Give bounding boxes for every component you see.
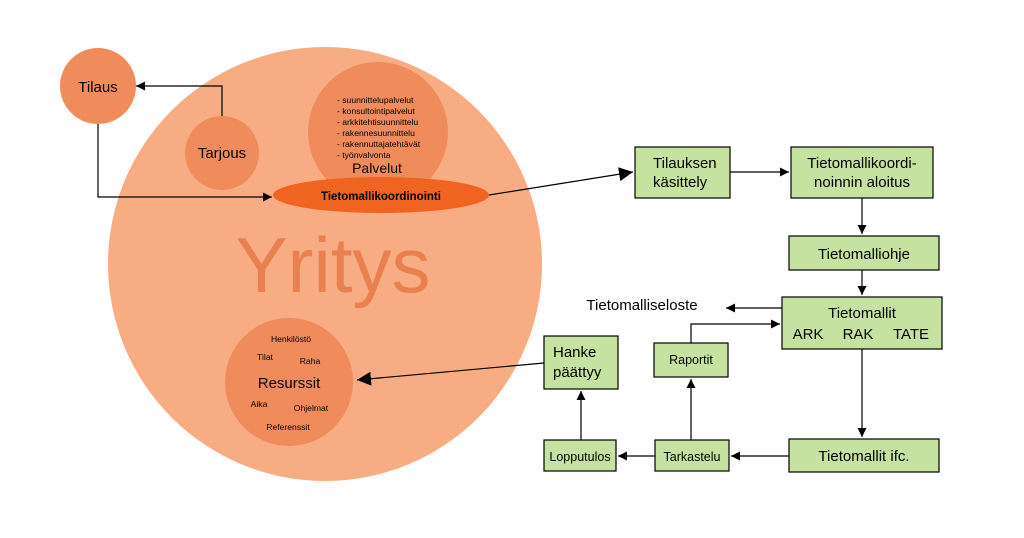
models-title: Tietomallit — [828, 305, 897, 322]
services-title: Palvelut — [352, 160, 402, 176]
resource-money: Raha — [300, 356, 321, 366]
order-processing-label: Tilauksen — [653, 155, 717, 172]
reports-label: Raportit — [669, 353, 713, 367]
project-end-label: päättyy — [553, 364, 602, 381]
coordination-start-label: Tietomallikoordi- — [807, 155, 916, 172]
guide-box — [788, 235, 940, 271]
service-item: - rakennesuunnittelu — [337, 128, 415, 138]
resources-circle — [225, 318, 353, 446]
models-ark: ARK — [793, 326, 824, 343]
coordination-ellipse — [273, 177, 489, 213]
resource-staff: Henkilöstö — [271, 334, 311, 344]
models-tate: TATE — [893, 326, 929, 343]
project-end-to-resources-arrow — [356, 362, 545, 386]
service-item: - työnvalvonta — [337, 150, 391, 160]
order-to-coordination-arrow — [97, 124, 272, 202]
guide-label: Tietomalliohje — [818, 246, 910, 263]
resource-software: Ohjelmat — [294, 403, 329, 413]
services-circle — [308, 62, 448, 202]
coordination-label: Tietomallikoordinointi — [321, 191, 441, 203]
offer-to-order-arrow — [136, 81, 223, 116]
resource-references: Referenssit — [266, 422, 310, 432]
models-box — [781, 296, 943, 350]
order-label: Tilaus — [78, 79, 117, 96]
service-item: - arkkitehtisuunnittelu — [337, 117, 418, 127]
coordination-to-processing-arrow — [488, 167, 634, 196]
reports-to-models-arrow — [690, 319, 780, 343]
resource-spaces: Tilat — [257, 352, 274, 362]
reports-box — [653, 342, 729, 378]
service-item: - suunnittelupalvelut — [337, 95, 414, 105]
review-label: Tarkastelu — [664, 450, 721, 464]
models-ifc-label: Tietomallit ifc. — [818, 448, 909, 465]
order-circle — [60, 48, 136, 124]
coordination-start-box — [790, 146, 934, 199]
models-rak: RAK — [843, 326, 874, 343]
service-item: - konsultointipalvelut — [337, 106, 415, 116]
project-end-box — [543, 335, 619, 390]
resource-time: Aika — [251, 399, 268, 409]
project-end-label: Hanke — [553, 344, 596, 361]
offer-circle — [185, 116, 259, 190]
offer-label: Tarjous — [198, 145, 246, 162]
order-processing-label: käsittely — [653, 174, 708, 191]
result-label: Lopputulos — [549, 450, 610, 464]
company-label: Yritys — [236, 221, 431, 309]
service-item: - rakennuttajatehtävät — [337, 139, 421, 149]
description-label: Tietomalliseloste — [586, 297, 697, 314]
resources-title: Resurssit — [258, 375, 321, 392]
coordination-start-label: noinnin aloitus — [814, 174, 910, 191]
result-box — [543, 439, 617, 472]
